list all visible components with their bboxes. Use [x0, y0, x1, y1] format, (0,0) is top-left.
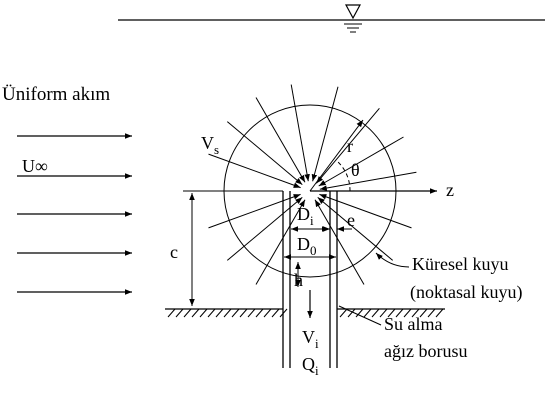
- ground-hatch: [379, 308, 388, 318]
- c-dimension: [183, 190, 283, 306]
- ground-hatch: [183, 308, 192, 318]
- ground-hatch: [355, 308, 364, 318]
- v-i-label: Vi: [302, 327, 319, 351]
- ground-hatch: [339, 308, 348, 318]
- ground-hatch: [231, 308, 240, 318]
- ground-hatch: [207, 308, 216, 318]
- r-label: r: [347, 136, 353, 156]
- ground-hatch: [419, 308, 428, 318]
- ground-hatch: [363, 308, 372, 318]
- ground-hatch: [371, 308, 380, 318]
- ground-hatch: [427, 308, 436, 318]
- ground-hatch: [239, 308, 248, 318]
- ground-hatch: [347, 308, 356, 318]
- uniform-flow-label: Üniform akım: [2, 84, 110, 105]
- radial-arrow: [314, 199, 365, 285]
- radial-arrow: [318, 136, 404, 187]
- d-i-label: Di: [297, 204, 314, 228]
- ground-hatch: [411, 308, 420, 318]
- ground-hatch: [175, 308, 184, 318]
- intake-pipe-label: ağız borusu: [384, 341, 467, 361]
- e-label: e: [347, 210, 355, 230]
- radial-arrow: [226, 121, 303, 185]
- u-infinity-label: U∞: [22, 156, 48, 176]
- ground: [165, 308, 445, 318]
- uniform-flow-arrows: [17, 133, 132, 295]
- radial-arrow: [208, 153, 301, 189]
- spherical-well-leader: [375, 252, 410, 268]
- ground-hatch: [263, 308, 272, 318]
- spherical-well-label: Küresel kuyu: [412, 254, 508, 274]
- theta-label: θ: [351, 160, 360, 180]
- d-0-label: D0: [297, 234, 317, 258]
- ground-hatch: [167, 308, 176, 318]
- theta-arc: [336, 160, 351, 192]
- ground-hatch: [395, 308, 404, 318]
- radial-arrow: [208, 193, 301, 229]
- radial-arrow: [311, 86, 339, 182]
- ground-hatch: [255, 308, 264, 318]
- ground-hatch: [215, 308, 224, 318]
- intake-pipe-leader: [338, 305, 382, 326]
- q-i-label: Qi: [302, 354, 319, 378]
- ground-hatch: [279, 308, 288, 318]
- radial-arrow: [255, 97, 306, 183]
- v-s-label: Vs: [201, 133, 219, 157]
- radial-inflow-arrows: [208, 84, 417, 285]
- radial-arrow: [255, 199, 306, 285]
- ground-hatch: [191, 308, 200, 318]
- z-label: z: [446, 180, 454, 200]
- ground-hatch: [271, 308, 280, 318]
- water-surface: [118, 4, 545, 33]
- radial-arrow: [319, 193, 412, 229]
- ground-hatch: [435, 308, 444, 318]
- h-label: h: [294, 270, 303, 290]
- ground-hatch: [199, 308, 208, 318]
- ground-hatch: [223, 308, 232, 318]
- intake-pipe: [282, 191, 338, 368]
- c-label: c: [170, 242, 178, 262]
- ground-hatch: [403, 308, 412, 318]
- radial-arrow: [319, 171, 417, 191]
- radial-arrow: [290, 84, 310, 182]
- point-well-label: (noktasal kuyu): [410, 282, 522, 303]
- ground-hatch: [247, 308, 256, 318]
- intake-label: Su alma: [384, 314, 443, 334]
- radial-arrow: [316, 107, 380, 184]
- radius-r-arrow: [309, 119, 364, 192]
- ground-hatch: [387, 308, 396, 318]
